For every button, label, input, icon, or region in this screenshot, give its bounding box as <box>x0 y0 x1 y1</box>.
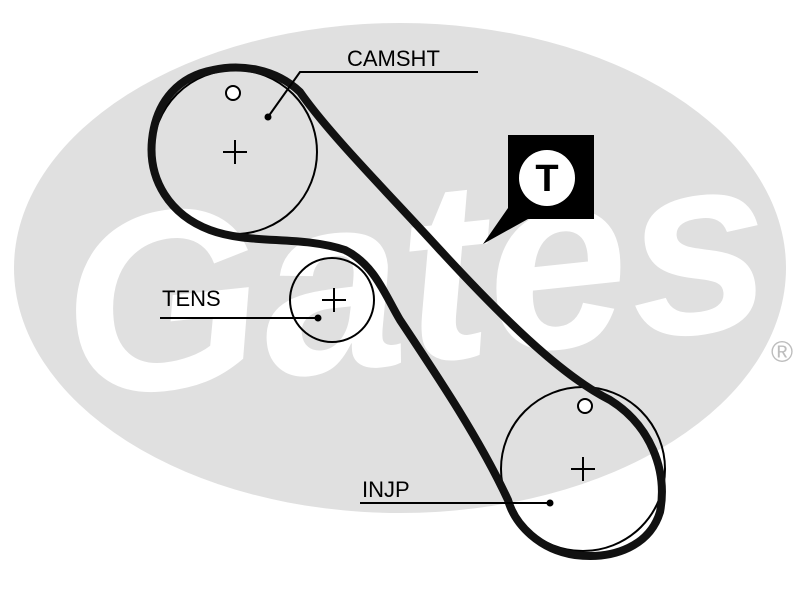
camshaft-label: CAMSHT <box>347 46 440 71</box>
camshaft-center-cross-icon <box>223 140 247 164</box>
tensioner-pulley <box>289 257 375 343</box>
injection-pump-label: INJP <box>362 477 410 502</box>
leader-dots <box>264 113 554 507</box>
gates-watermark: Gates ® <box>14 23 793 513</box>
tension-marker-letter: T <box>535 158 558 200</box>
timing-belt <box>147 63 666 560</box>
registered-mark: ® <box>771 336 793 369</box>
injection-pump-timing-mark-icon <box>577 398 593 414</box>
pulley-centers <box>223 140 595 481</box>
tension-marker-circle <box>519 150 575 206</box>
camshaft-timing-mark-icon <box>225 85 241 101</box>
injection-pump-center-cross-icon <box>571 457 595 481</box>
tensioner-center-cross-icon <box>322 288 346 312</box>
leader-lines <box>160 71 550 504</box>
tension-marker-callout: T <box>483 135 594 244</box>
camshaft-leader-line <box>267 71 478 118</box>
tensioner-label: TENS <box>162 286 221 311</box>
